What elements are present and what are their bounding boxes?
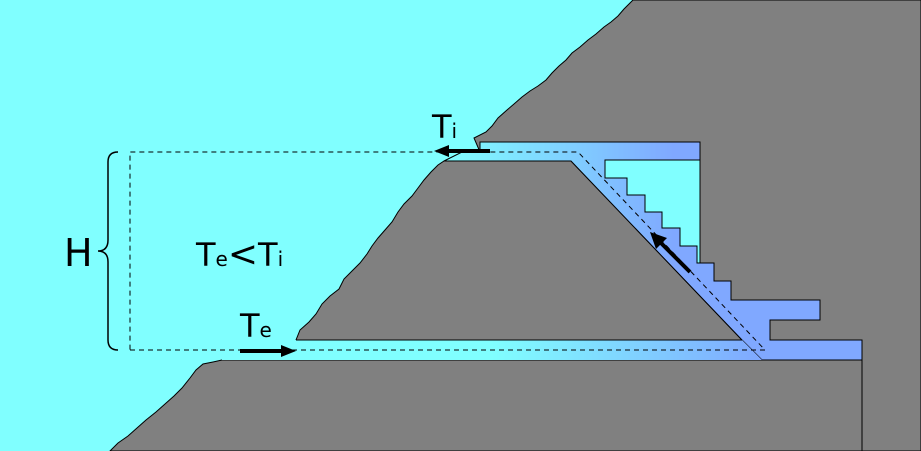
temperature-relation-label: Te<Ti [195, 234, 283, 275]
interior-outflow-arrow-icon [434, 145, 490, 157]
middle-rock-wedge [295, 160, 744, 341]
relation-t1-sub: e [216, 247, 228, 271]
exterior-temp-label: Te [239, 307, 272, 345]
height-brace [97, 151, 119, 351]
exterior-inflow-arrow-icon [240, 345, 296, 357]
relation-t2-sub: i [278, 247, 284, 271]
exterior-temp-main: T [239, 307, 260, 345]
lower-rock-mass [109, 359, 863, 451]
interior-temp-main: T [431, 108, 452, 146]
relation-operator: < [228, 234, 258, 275]
relation-t1: T [195, 236, 216, 274]
exterior-temp-sub: e [260, 318, 272, 342]
relation-t2: T [257, 236, 278, 274]
diagonal-flow-arrow-icon [650, 232, 692, 274]
height-label: H [64, 231, 93, 275]
flow-path-dashed [129, 151, 767, 351]
interior-temp-sub: i [452, 119, 458, 143]
interior-temp-label: Ti [431, 108, 457, 146]
